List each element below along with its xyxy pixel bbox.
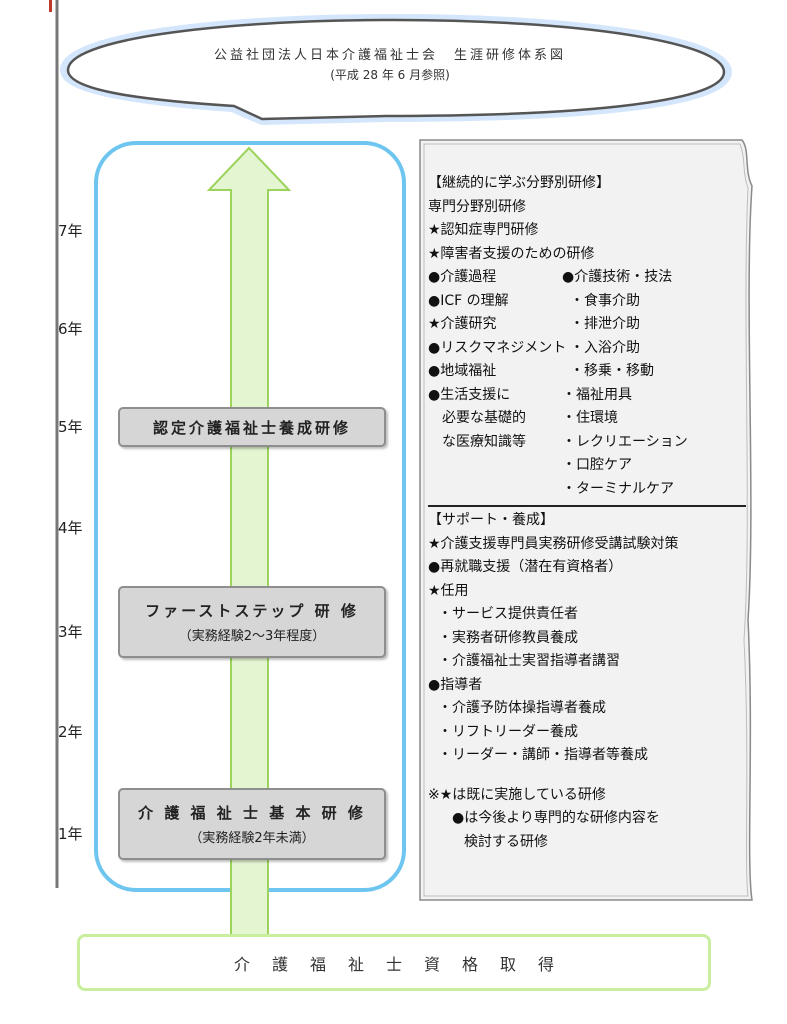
- list-item-right: ●介護技術・技法: [562, 269, 673, 285]
- axis-top-mark: [49, 0, 52, 12]
- list-item-left: 必要な基礎的: [428, 410, 526, 426]
- list-item-left: ●ICF の理解: [428, 292, 509, 309]
- list-row: ・口腔ケア: [428, 454, 743, 478]
- list-item: ・介護予防体操指導者養成: [438, 700, 606, 716]
- list-row: ●生活支援に ・福祉用具: [428, 384, 743, 408]
- section-header-continuous: 【継続的に学ぶ分野別研修】: [428, 175, 610, 191]
- list-item-right: ・入浴介助: [570, 339, 640, 356]
- list-item: ・介護福祉士実習指導者講習: [438, 653, 620, 669]
- list-item-left: な医療知識等: [428, 433, 526, 450]
- list-row: ・ターミナルケア: [428, 478, 743, 502]
- title-bubble: [59, 13, 733, 126]
- info-panel-bg: [419, 139, 753, 901]
- section-subheader: 専門分野別研修: [428, 198, 526, 215]
- list-item-right: ・福祉用具: [562, 386, 632, 403]
- qualification-box: 介護福祉士資格取得: [77, 934, 711, 991]
- list-item-right: ・移乗・移動: [570, 363, 654, 379]
- list-item-right: ・食事介助: [570, 292, 640, 309]
- list-item: ★介護支援専門員実務研修受講試験対策: [428, 535, 679, 552]
- year-label-2: 2年: [58, 723, 83, 741]
- list-row: 必要な基礎的 ・住環境: [428, 407, 743, 431]
- year-label-1: 1年: [58, 825, 83, 843]
- stage-subtitle: （実務経験2～3年程度）: [178, 629, 326, 644]
- year-label-5: 5年: [58, 418, 83, 436]
- list-row: ●リスクマネジメント・入浴介助: [428, 337, 743, 361]
- list-item: ●再就職支援（潜在有資格者）: [428, 559, 623, 575]
- list-item: ・サービス提供責任者: [438, 606, 578, 622]
- year-label-6: 6年: [58, 320, 83, 338]
- stage-basic-training: 介 護 福 祉 士 基 本 研 修 （実務経験2年未満）: [118, 788, 386, 860]
- diagram-title: 公益社団法人日本介護福祉士会 生涯研修体系図: [213, 48, 566, 63]
- list-item-left: ●介護過程: [428, 269, 497, 285]
- list-item-left: ★介護研究: [428, 316, 497, 332]
- diagram-subtitle: (平成 28 年 6 月参照): [330, 68, 450, 82]
- year-label-3: 3年: [58, 623, 83, 641]
- stage-certified-training: 認定介護福祉士養成研修: [118, 407, 386, 447]
- list-item-left: ●リスクマネジメント: [428, 339, 567, 356]
- list-row: ●介護過程 ●介護技術・技法: [428, 266, 743, 290]
- list-item: ★任用: [428, 582, 469, 599]
- legend-note: ●は今後より専門的な研修内容を: [452, 810, 660, 826]
- training-list-panel: 【継続的に学ぶ分野別研修】 専門分野別研修 ★認知症専門研修 ★障害者支援のため…: [428, 172, 746, 854]
- stage-subtitle: （実務経験2年未満）: [189, 831, 315, 846]
- list-item: ・リフトリーダー養成: [438, 723, 578, 740]
- list-item: ・実務者研修教員養成: [438, 629, 578, 646]
- stage-title: ファーストステップ 研 修: [145, 602, 359, 620]
- year-label-4: 4年: [58, 519, 83, 537]
- list-item: ●指導者: [428, 676, 483, 693]
- stage-title: 認定介護福祉士養成研修: [152, 418, 351, 437]
- list-item-right: ・排泄介助: [570, 316, 640, 332]
- list-item-right: ・口腔ケア: [562, 457, 632, 473]
- list-item: ★認知症専門研修: [428, 222, 539, 238]
- list-row: ●ICF の理解 ・食事介助: [428, 290, 743, 314]
- list-row: な医療知識等 ・レクリエーション: [428, 431, 743, 455]
- stage-first-step-training: ファーストステップ 研 修 （実務経験2～3年程度）: [118, 586, 386, 658]
- stage-title: 介 護 福 祉 士 基 本 研 修: [138, 804, 366, 822]
- list-item: ★障害者支援のための研修: [428, 245, 595, 262]
- list-item-left: ●生活支援に: [428, 386, 511, 403]
- section-divider: [428, 505, 746, 507]
- list-item-right: ・ターミナルケア: [562, 480, 674, 497]
- legend-note: 検討する研修: [464, 833, 548, 850]
- list-item-right: ・住環境: [562, 410, 618, 426]
- list-item: ・リーダー・講師・指導者等養成: [438, 747, 648, 763]
- legend-note: ※★は既に実施している研修: [428, 786, 606, 803]
- qualification-label: 介護福祉士資格取得: [233, 954, 576, 974]
- list-row: ●地域福祉 ・移乗・移動: [428, 360, 743, 384]
- year-label-7: 7年: [58, 222, 83, 240]
- list-row: ★介護研究 ・排泄介助: [428, 313, 743, 337]
- list-item-left: ●地域福祉: [428, 363, 497, 379]
- list-item-right: ・レクリエーション: [562, 433, 688, 450]
- section-header-support: 【サポート・養成】: [428, 512, 554, 528]
